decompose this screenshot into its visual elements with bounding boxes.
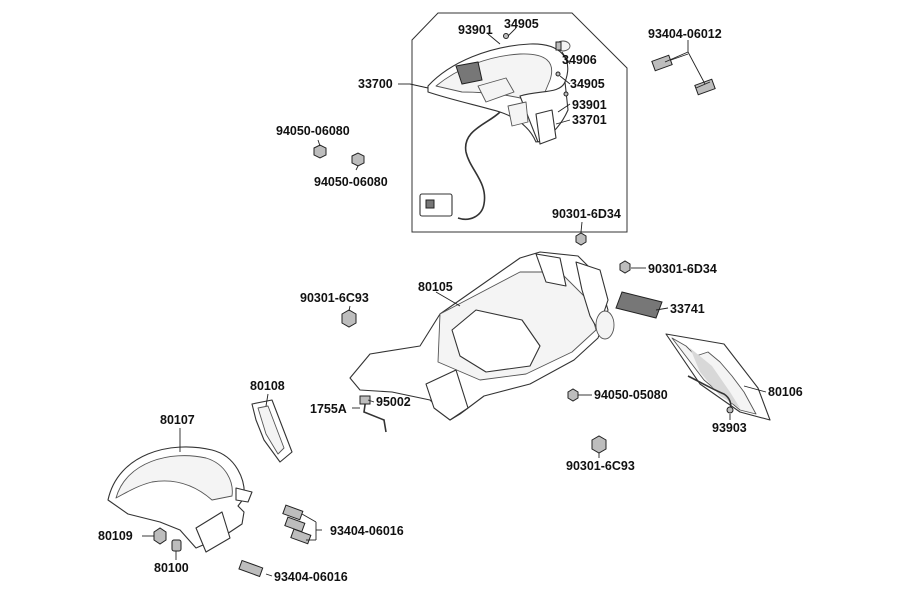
- license-lamp-wire-93903: [687, 375, 734, 414]
- label-33741: 33741: [670, 302, 705, 316]
- screw-93404-06016-a: [282, 504, 312, 545]
- label-93404-06012: 93404-06012: [648, 27, 722, 41]
- label-95002: 95002: [376, 395, 411, 409]
- nut-90301-6C93-b: [591, 435, 607, 454]
- bulb-34905-upper: [503, 33, 509, 39]
- taillight-wire-harness: [419, 111, 501, 220]
- label-34905-upper: 34905: [504, 17, 539, 31]
- bulb-34905-lower: [555, 71, 569, 97]
- label-33701: 33701: [572, 113, 607, 127]
- label-93404-06016-b: 93404-06016: [274, 570, 348, 584]
- label-90301-6D34-a: 90301-6D34: [552, 207, 621, 221]
- hook-1755A: [359, 395, 387, 433]
- label-80105: 80105: [418, 280, 453, 294]
- label-34906: 34906: [562, 53, 597, 67]
- label-33700: 33700: [358, 77, 393, 91]
- nut-94050-05080: [567, 388, 579, 402]
- rear-under-tray-80105: [349, 251, 615, 421]
- bracket-80108: [251, 399, 293, 463]
- nut-94050-06080-b: [351, 152, 365, 167]
- taillight-assembly: [427, 43, 569, 145]
- label-80107: 80107: [160, 413, 195, 427]
- nut-90301-6D34-b: [619, 260, 631, 274]
- label-80106: 80106: [768, 385, 803, 399]
- nut-94050-06080-a: [313, 144, 327, 159]
- label-94050-06080-b: 94050-06080: [314, 175, 388, 189]
- nut-90301-6C93-a: [341, 309, 357, 328]
- label-90301-6C93-b: 90301-6C93: [566, 459, 635, 473]
- label-93903: 93903: [712, 421, 747, 435]
- leader-lines: [142, 27, 767, 577]
- label-80100: 80100: [154, 561, 189, 575]
- label-90301-6D34-b: 90301-6D34: [648, 262, 717, 276]
- license-bracket-80106: [665, 333, 771, 421]
- screw-93404-06016-b: [238, 559, 264, 578]
- label-80109: 80109: [98, 529, 133, 543]
- nut-90301-6D34-a: [575, 232, 587, 246]
- screw-93404-06012-b: [694, 78, 716, 96]
- screw-93404-06012-a: [651, 53, 689, 72]
- bulb-socket-34906: [555, 40, 571, 52]
- label-93404-06016-a: 93404-06016: [330, 524, 404, 538]
- label-94050-05080: 94050-05080: [594, 388, 668, 402]
- reflector-plate-33741: [615, 291, 663, 319]
- label-90301-6C93-a: 90301-6C93: [300, 291, 369, 305]
- clip-80109: [153, 527, 167, 545]
- label-94050-06080-a: 94050-06080: [276, 124, 350, 138]
- front-fender-80107: [107, 446, 253, 553]
- label-80108: 80108: [250, 379, 285, 393]
- collar-80100: [171, 539, 182, 552]
- label-1755A: 1755A: [310, 402, 347, 416]
- label-34905-lower: 34905: [570, 77, 605, 91]
- label-93901-upper: 93901: [458, 23, 493, 37]
- label-93901-lower: 93901: [572, 98, 607, 112]
- taillight-group-frame: [411, 12, 628, 233]
